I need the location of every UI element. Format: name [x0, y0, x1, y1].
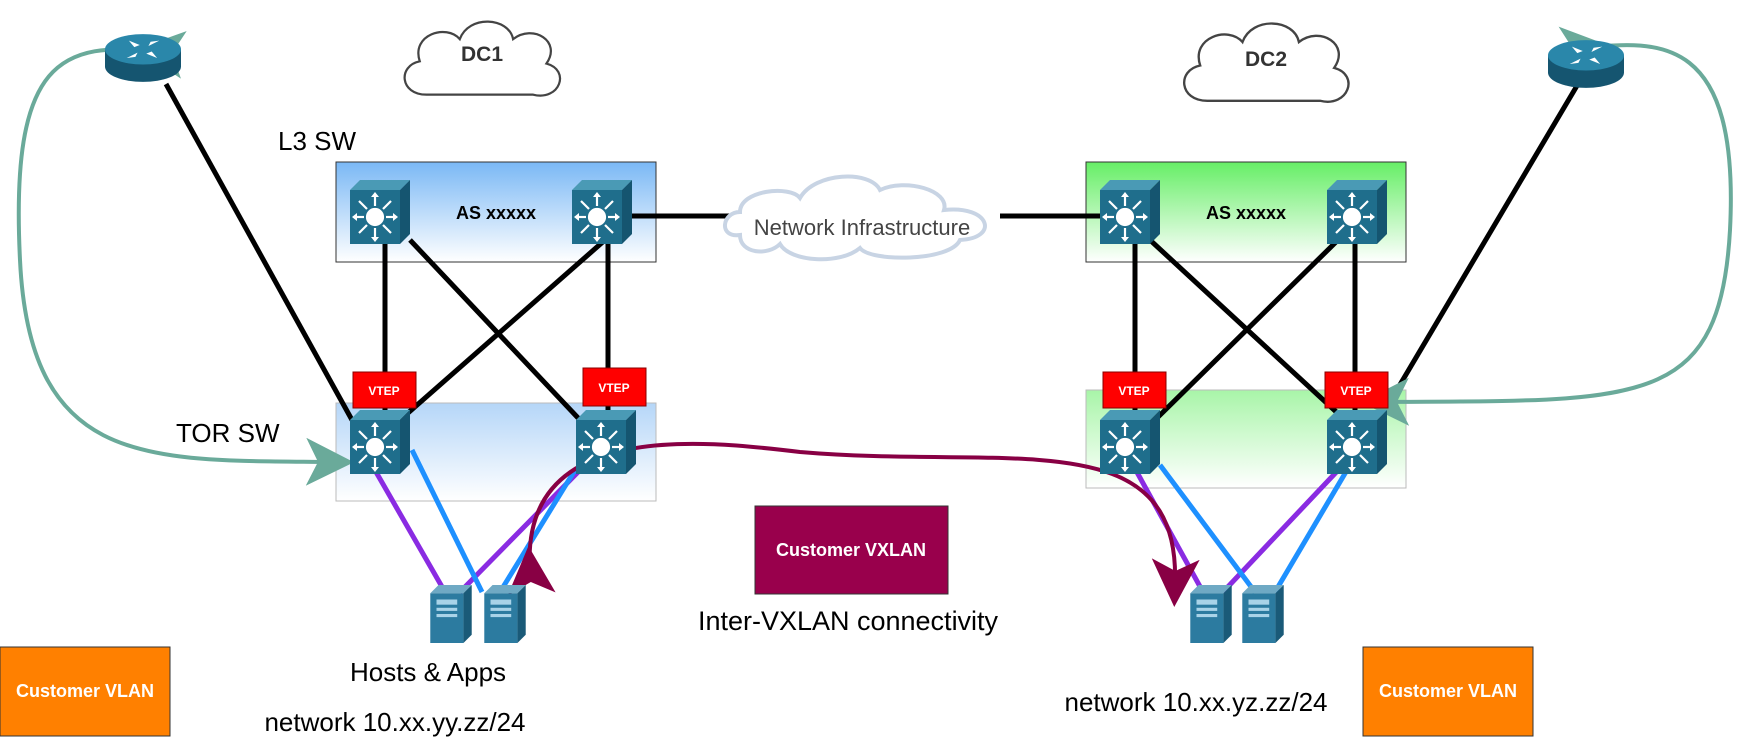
dc2-blue-link-1 — [1157, 463, 1258, 594]
server-icon-dc1-2 — [484, 585, 526, 643]
dc1-vlan-loop — [16, 31, 354, 486]
dc1-cloud-label: DC1 — [461, 43, 503, 66]
dc2-network-label: network 10.xx.yz.zz/24 — [1065, 687, 1328, 717]
svg-text:VTEP: VTEP — [1340, 384, 1371, 398]
tor-switch-icon-dc2-b — [1327, 410, 1387, 474]
dc2-as-label: AS xxxxx — [1206, 203, 1286, 223]
l3-switch-icon-dc2-a — [1100, 180, 1160, 244]
customer-vxlan-label: Customer VXLAN — [776, 540, 926, 560]
dc1-as-label: AS xxxxx — [456, 203, 536, 223]
customer-vxlan-box — [754, 505, 949, 595]
dc2-purple-link-2 — [1221, 463, 1345, 594]
dc1-vtep-badge-a: VTEP — [352, 371, 417, 409]
dc1-network-label: network 10.xx.yy.zz/24 — [264, 707, 525, 737]
customer-vlan-box-left — [0, 646, 171, 737]
dc1-blue-link-1 — [409, 448, 485, 594]
l3-switch-icon-dc2-b — [1327, 180, 1387, 244]
dc2-vlan-loop — [1361, 26, 1733, 426]
network-infrastructure-label: Network Infrastructure — [754, 215, 970, 240]
svg-text:VTEP: VTEP — [598, 381, 629, 395]
dc2-cloud-label: DC2 — [1245, 48, 1287, 71]
dc2-vtep-badge-a: VTEP — [1102, 371, 1167, 409]
l3-switch-icon-dc1-b — [572, 180, 632, 244]
server-icon-dc1-1 — [430, 585, 472, 643]
hosts-apps-label: Hosts & Apps — [350, 657, 506, 687]
tor-switch-icon-dc2-a — [1100, 410, 1160, 474]
l3-switch-icon-dc1-a — [350, 180, 410, 244]
tor-sw-label: TOR SW — [176, 418, 280, 448]
server-icon-dc2-2 — [1242, 585, 1284, 643]
server-icon-dc2-1 — [1190, 585, 1232, 643]
tor-switch-icon-dc1-a — [350, 410, 410, 474]
svg-text:VTEP: VTEP — [1118, 384, 1149, 398]
network-infrastructure-cloud-icon — [723, 174, 987, 262]
dc2-vtep-badge-b: VTEP — [1324, 371, 1389, 409]
router-icon-dc2 — [1548, 40, 1624, 88]
l3-sw-label: L3 SW — [278, 126, 356, 156]
inter-vxlan-label: Inter-VXLAN connectivity — [698, 606, 999, 636]
dc2-blue-link-2 — [1272, 463, 1353, 594]
tor-switch-icon-dc1-b — [576, 410, 636, 474]
router-icon-dc1 — [105, 34, 181, 82]
inter-vxlan-arc — [507, 441, 1200, 607]
customer-vlan-label-right: Customer VLAN — [1379, 681, 1517, 701]
dc1-vtep-badge-b: VTEP — [582, 367, 647, 407]
customer-vlan-label-left: Customer VLAN — [16, 681, 154, 701]
dc1-purple-link-1 — [369, 463, 448, 594]
svg-text:VTEP: VTEP — [368, 384, 399, 398]
customer-vlan-box-right — [1362, 646, 1534, 737]
